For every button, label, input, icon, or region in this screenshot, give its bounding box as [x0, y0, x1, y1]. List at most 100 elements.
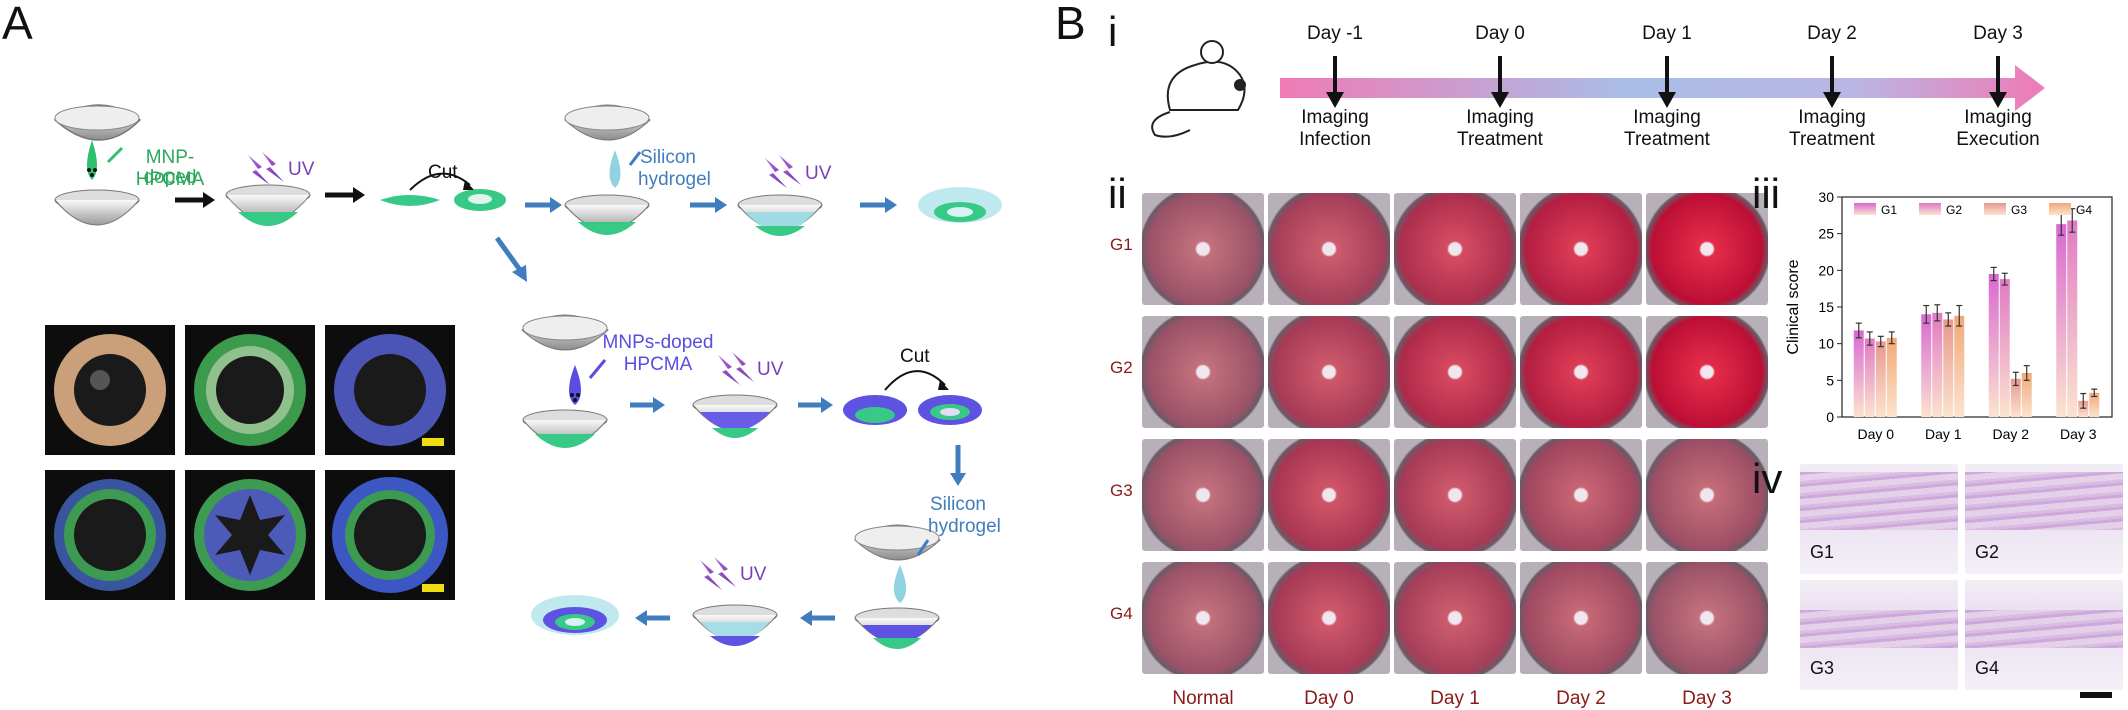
tissue-band — [1800, 472, 1958, 530]
eye-col-label: Day 1 — [1430, 688, 1480, 709]
label-mnp-doped: MNP-doped — [143, 147, 197, 188]
eye-photo — [1142, 562, 1264, 674]
timeline-event-line2: Treatment — [1457, 129, 1543, 150]
histology-tag: G4 — [1975, 658, 2000, 678]
timeline-day-label: Day -1 — [1307, 23, 1363, 44]
histology-tag: G2 — [1975, 542, 2000, 562]
purple-lens-cut — [843, 395, 982, 425]
scale-bar-histology — [2080, 692, 2112, 698]
mold-bowl-3 — [564, 194, 650, 235]
y-axis-label: Clinical score — [1785, 259, 1802, 354]
timeline-event-line2: Execution — [1956, 129, 2040, 150]
histology-tag: G1 — [1810, 542, 1835, 562]
eye-photo — [1268, 439, 1390, 551]
label-cut-1: Cut — [428, 162, 458, 183]
panel-i-numeral: i — [1108, 8, 1118, 55]
eye-photo — [1520, 316, 1642, 428]
bar — [2056, 224, 2067, 417]
timeline-arrowhead — [1491, 92, 1509, 108]
y-tick-label: 5 — [1826, 372, 1834, 388]
eye-photo — [1394, 562, 1516, 674]
eye-row-label: G3 — [1110, 481, 1133, 500]
tissue-band — [1965, 610, 2123, 648]
eye-photo — [1142, 439, 1264, 551]
bar — [1932, 312, 1943, 417]
legend-label: G3 — [2011, 203, 2027, 217]
bar — [2067, 220, 2078, 417]
label-hpcma-1: HPCMA — [135, 169, 205, 190]
timeline-event-line1: Imaging — [1633, 107, 1701, 128]
uv-bolt-2 — [765, 155, 801, 188]
eye-photo — [1268, 562, 1390, 674]
timeline-event-line2: Treatment — [1624, 129, 1710, 150]
mold-bowl-1 — [54, 189, 140, 226]
timeline-arrow — [1498, 56, 1502, 94]
eye-row-label: G1 — [1110, 235, 1133, 254]
mouse-icon — [1151, 40, 1246, 138]
mold-lid-1 — [53, 104, 142, 141]
label-mnps-doped: MNPs-doped — [602, 332, 714, 353]
eye-row-label: G4 — [1110, 604, 1133, 623]
bar — [1988, 274, 1999, 417]
eye-photo — [1520, 193, 1642, 305]
timeline-event-line2: Treatment — [1789, 129, 1875, 150]
bar — [2021, 373, 2032, 417]
x-tick-label: Day 2 — [1992, 426, 2029, 442]
timeline-day-label: Day 1 — [1642, 23, 1692, 44]
tissue-band — [1800, 610, 1958, 648]
eye-photo — [1142, 193, 1264, 305]
eye-photo — [1268, 193, 1390, 305]
legend-label: G1 — [1881, 203, 1897, 217]
y-tick-label: 10 — [1818, 336, 1834, 352]
timeline-arrow — [1830, 56, 1834, 94]
scale-bar-1 — [422, 438, 444, 446]
y-tick-label: 20 — [1818, 262, 1834, 278]
eye-photo — [1520, 562, 1642, 674]
panel-iv-numeral: iv — [1752, 455, 1783, 502]
legend-label: G4 — [2076, 203, 2092, 217]
eye-col-label: Normal — [1172, 688, 1234, 709]
label-hpcma-2: HPCMA — [623, 354, 693, 375]
timeline-arrow — [1665, 56, 1669, 94]
timeline-event-line1: Imaging — [1964, 107, 2032, 128]
mold-bowl-8 — [692, 604, 778, 646]
eye-photo — [1646, 193, 1768, 305]
eye-col-label: Day 0 — [1304, 688, 1354, 709]
label-silicon-2: Silicon — [930, 494, 986, 515]
label-hydrogel-1: hydrogel — [638, 169, 711, 190]
label-uv-3: UV — [757, 359, 784, 380]
bar — [1864, 338, 1875, 417]
label-hydrogel-2: hydrogel — [928, 516, 1001, 537]
eye-photo — [1268, 316, 1390, 428]
uv-bolt-4 — [700, 557, 736, 590]
cyan-drop-2 — [894, 565, 906, 603]
mold-lid-2 — [564, 104, 651, 141]
green-lens — [380, 195, 440, 206]
mold-lid-4 — [854, 524, 941, 561]
bar — [1954, 315, 1965, 417]
label-uv-4: UV — [740, 564, 767, 585]
eye-photo — [1646, 439, 1768, 551]
bar — [1875, 341, 1886, 417]
legend-swatch — [2049, 203, 2071, 215]
timeline-arrowhead — [1326, 92, 1344, 108]
bar — [2078, 400, 2089, 417]
mold-bowl-4 — [737, 194, 823, 236]
uv-bolt-1 — [248, 152, 284, 185]
panel-b-letter: B — [1055, 0, 1086, 49]
timeline-day-label: Day 3 — [1973, 23, 2023, 44]
eye-photo — [1394, 193, 1516, 305]
panel-a-letter: A — [2, 0, 33, 49]
timeline-event-line1: Imaging — [1301, 107, 1369, 128]
label-cut-2: Cut — [900, 346, 930, 367]
legend-swatch — [1854, 203, 1876, 215]
mold-bowl-5 — [522, 409, 608, 448]
x-tick-label: Day 3 — [2060, 426, 2097, 442]
eye-photo — [1142, 316, 1264, 428]
eye-col-label: Day 3 — [1682, 688, 1732, 709]
eye-row-label: G2 — [1110, 358, 1133, 377]
timeline-event-line1: Imaging — [1798, 107, 1866, 128]
bar — [2010, 378, 2021, 417]
histology-image: G1 — [1800, 464, 1958, 574]
label-uv-2: UV — [805, 163, 832, 184]
